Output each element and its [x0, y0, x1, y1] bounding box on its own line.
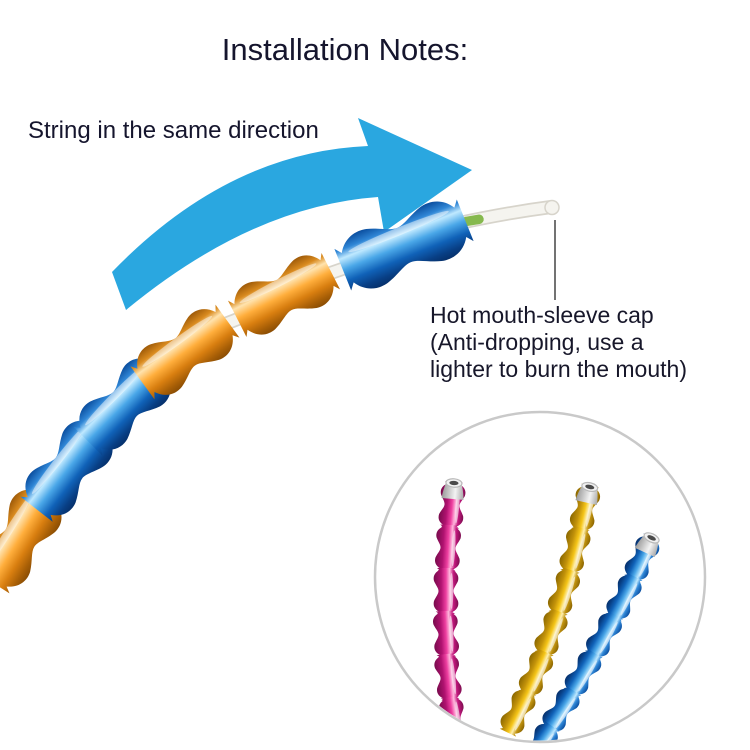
- direction-arrow-icon: [112, 118, 472, 310]
- annotation-line-1: Hot mouth-sleeve cap: [430, 302, 654, 328]
- annotation-line-2: (Anti-dropping, use a: [430, 329, 644, 355]
- page-title: Installation Notes:: [222, 32, 468, 67]
- inset-circle: [373, 410, 707, 744]
- detail-inset: [373, 410, 707, 744]
- direction-note: String in the same direction: [28, 117, 319, 144]
- cord-tip-cap: [544, 199, 560, 216]
- cord-green-mark: [461, 214, 484, 227]
- annotation-line-3: lighter to burn the mouth): [430, 356, 687, 382]
